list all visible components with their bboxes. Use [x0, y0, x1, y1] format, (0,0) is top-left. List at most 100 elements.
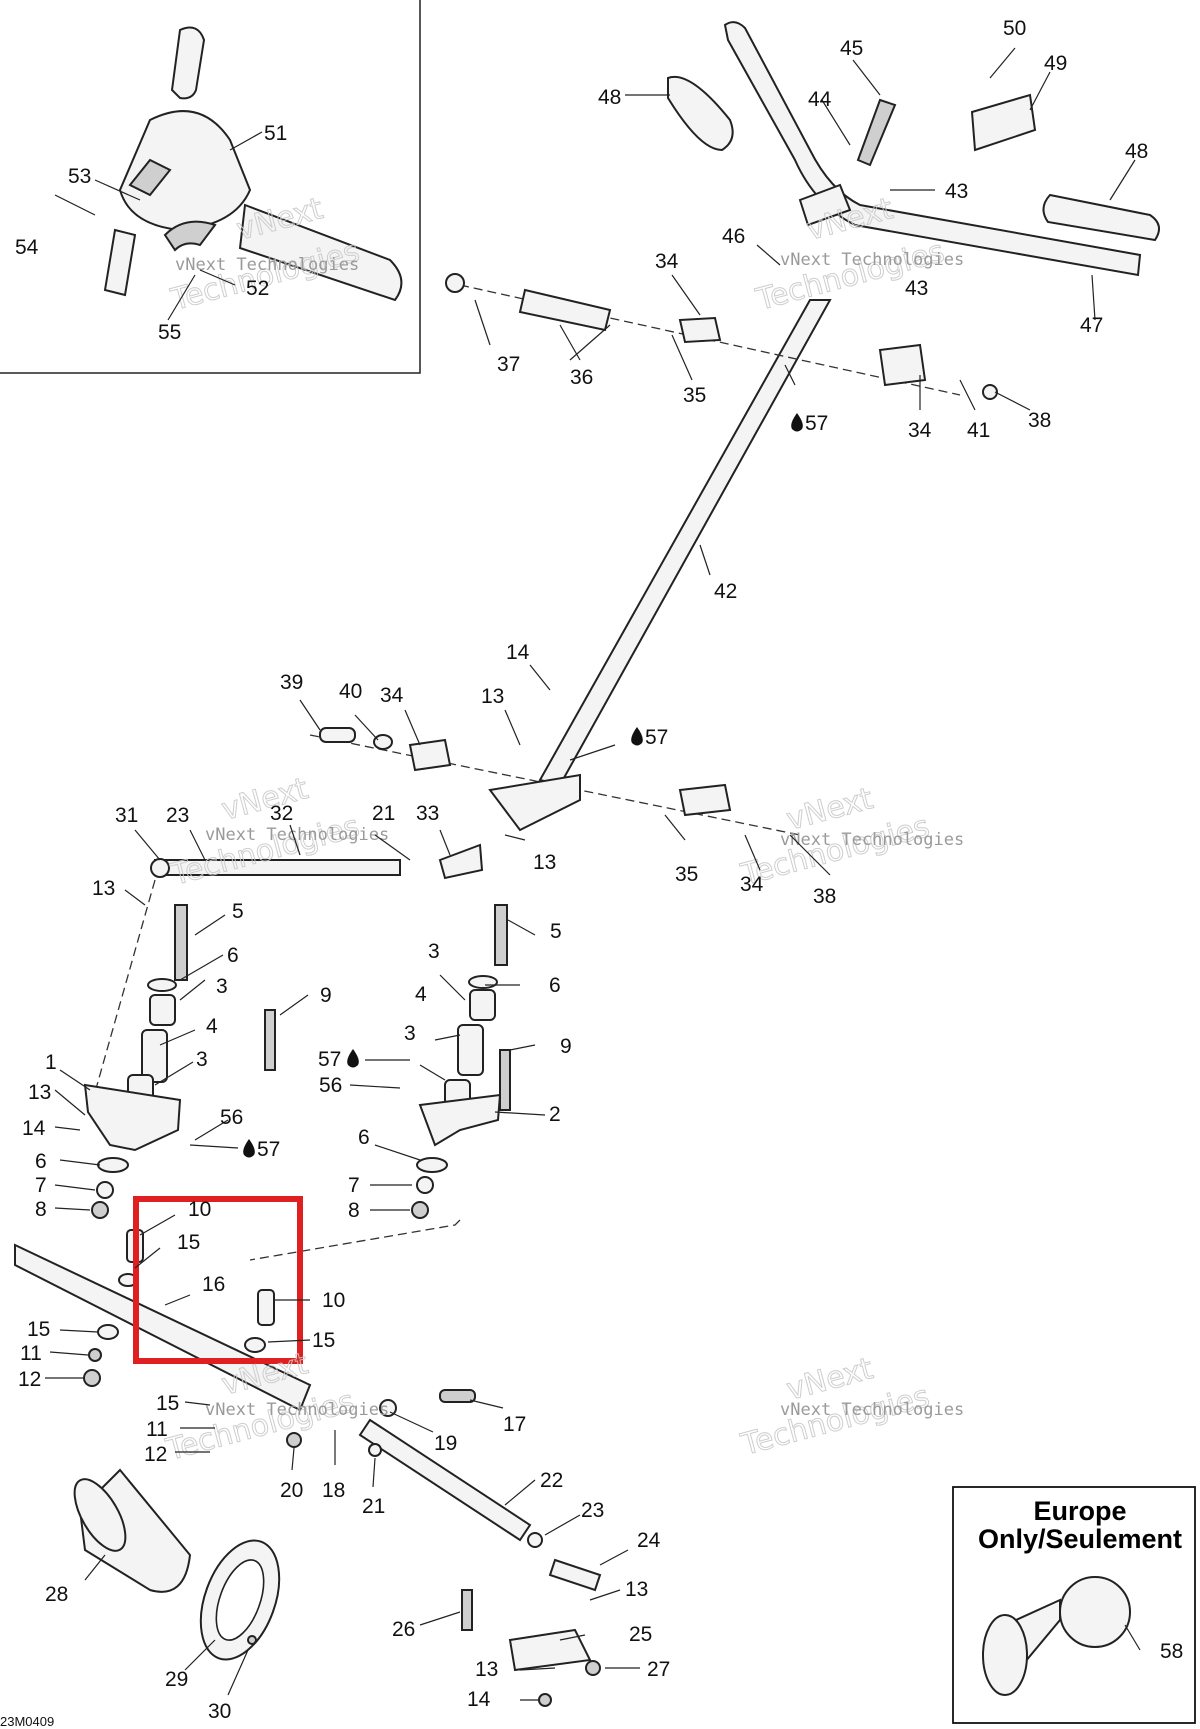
upper-arm-group	[445, 273, 998, 400]
callout-6-left-low: 6	[35, 1150, 47, 1173]
link-36	[518, 288, 612, 332]
bushing-3-left-top	[149, 994, 176, 1026]
europe-title-line2: Only/Seulement	[978, 1524, 1182, 1554]
bolt-26	[461, 1589, 473, 1631]
callout-15-lower: 15	[156, 1392, 179, 1415]
callout-37: 37	[497, 353, 520, 376]
steering-arm-1	[83, 1083, 182, 1152]
callout-5-left: 5	[232, 900, 244, 923]
callout-30: 30	[208, 1700, 231, 1723]
callout-34-lower: 34	[740, 873, 764, 896]
bolt-5-right	[494, 904, 508, 966]
ball-joint-24	[548, 1558, 602, 1592]
callout-17: 17	[503, 1413, 526, 1436]
bracket-13	[488, 773, 581, 832]
callout-15-left: 15	[27, 1318, 50, 1341]
bolt-5-left	[174, 904, 188, 981]
callout-55: 55	[158, 321, 181, 344]
watermark-4-small: vNext Technologies	[780, 830, 964, 850]
callout-52: 52	[246, 277, 269, 300]
spacer-4-left	[141, 1029, 168, 1083]
callout-8-left: 8	[35, 1198, 47, 1221]
bushing-3-right-top	[469, 989, 496, 1021]
drop-icon	[791, 413, 803, 432]
callout-26: 26	[392, 1618, 415, 1641]
end-33	[438, 843, 484, 880]
watermark-3-small: vNext Technologies	[205, 825, 389, 845]
callout-34-mid: 34	[380, 684, 404, 707]
callout-51: 51	[264, 122, 287, 145]
arm-34-right-middle	[678, 783, 732, 817]
callout-16: 16	[202, 1273, 225, 1296]
callout-11-lower: 11	[146, 1418, 168, 1441]
callout-56-left: 56	[220, 1106, 243, 1129]
callout-5-right: 5	[550, 920, 562, 943]
callout-34-right: 34	[908, 419, 932, 442]
steering-arm-2	[418, 1093, 502, 1147]
callout-18: 18	[322, 1479, 345, 1502]
cable-52	[163, 220, 217, 252]
callout-54: 54	[15, 236, 39, 259]
drawing-code: 23M0409	[0, 1714, 54, 1729]
watermark-6-small: vNext Technologies	[780, 1400, 964, 1420]
callout-43-upper: 43	[945, 180, 968, 203]
washer-6-right	[468, 975, 498, 989]
arm-34-upper	[678, 316, 722, 344]
plate-29-hole	[215, 1559, 265, 1641]
callout-29: 29	[165, 1668, 188, 1691]
callout-48-right: 48	[1125, 140, 1148, 163]
watermark-2-line2: Technologies	[752, 234, 948, 318]
bolt-39	[319, 727, 356, 743]
left-spindle-stack	[83, 879, 276, 1219]
middle-arm-group	[150, 727, 801, 880]
callout-48-left: 48	[598, 86, 621, 109]
spacer-4-right	[457, 1024, 484, 1076]
grip-48-left	[667, 75, 734, 152]
callout-53: 53	[68, 165, 91, 188]
washer-6-left-low	[97, 1157, 129, 1173]
watermarks: vNext Technologies vNext Technologies vN…	[162, 191, 965, 1469]
watermark-1-small: vNext Technologies	[175, 255, 359, 275]
nut-23-lower	[527, 1532, 543, 1548]
watermark-2-small: vNext Technologies	[780, 250, 964, 270]
bolt-17	[439, 1389, 476, 1403]
nut-27	[585, 1660, 601, 1676]
callout-28: 28	[45, 1583, 68, 1606]
handlebar-assembly	[538, 21, 1160, 787]
arm-34-middle	[408, 738, 452, 772]
callout-47: 47	[1080, 314, 1103, 337]
callout-34-top: 34	[655, 250, 679, 273]
horn-bell-58	[982, 1614, 1028, 1696]
callout-14-left: 14	[22, 1117, 46, 1140]
callout-2: 2	[549, 1103, 561, 1126]
callout-35-top: 35	[683, 384, 706, 407]
callout-15-upper: 15	[177, 1231, 200, 1254]
callout-11-left: 11	[20, 1342, 42, 1365]
callout-19: 19	[434, 1432, 457, 1455]
callout-24: 24	[637, 1529, 661, 1552]
callout-45: 45	[840, 37, 863, 60]
callout-21-lower: 21	[362, 1495, 385, 1518]
washer-6-right-low	[416, 1157, 448, 1173]
drop-icon	[631, 727, 643, 746]
europe-inset: Europe Only/Seulement 58	[952, 1486, 1196, 1724]
callout-9-left: 9	[320, 984, 332, 1007]
washer-40	[373, 734, 393, 750]
washer-11-left	[88, 1348, 102, 1362]
callout-23-upper: 23	[166, 804, 189, 827]
callout-42: 42	[714, 580, 737, 603]
callout-57-mid: 57	[645, 726, 668, 749]
callout-3-right-top: 3	[428, 940, 440, 963]
callout-13-bottom: 13	[475, 1658, 498, 1681]
washer-15-right	[244, 1337, 266, 1353]
ball-joint-31	[150, 858, 170, 878]
callout-50: 50	[1003, 17, 1026, 40]
callout-25: 25	[629, 1623, 652, 1646]
callout-13-left-low: 13	[28, 1081, 51, 1104]
bolt-head-37	[445, 273, 465, 293]
watermark-5-line2: Technologies	[162, 1384, 358, 1468]
callout-57-left: 57	[257, 1138, 280, 1161]
callout-43-lower: 43	[905, 277, 928, 300]
bushing-10-right	[257, 1289, 275, 1326]
nut-14-lower	[538, 1693, 552, 1707]
